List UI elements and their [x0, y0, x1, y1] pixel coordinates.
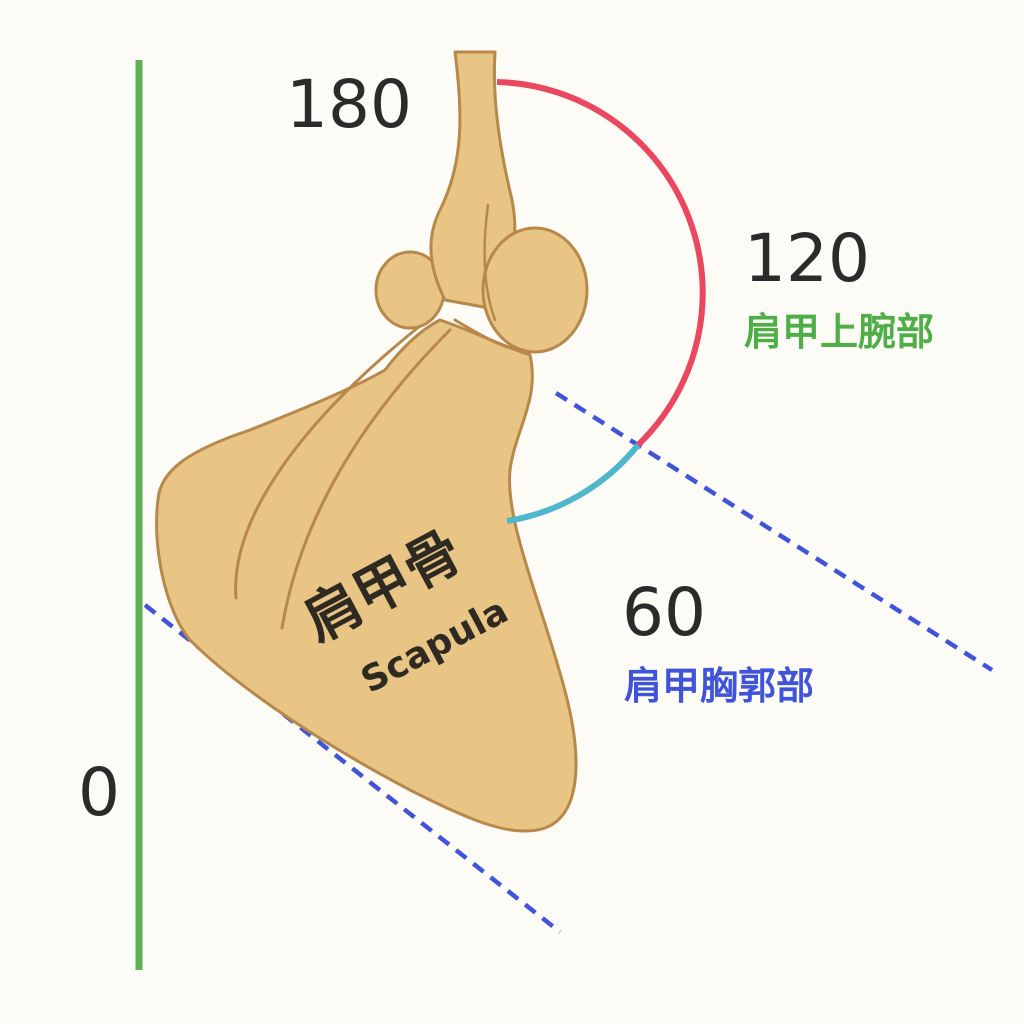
scapula-spine-ridge — [234, 316, 432, 600]
angle-label-0: 0 — [78, 754, 120, 831]
glenohumeral-arc — [496, 79, 706, 448]
scapula-bone — [155, 318, 578, 833]
glenohumeral-zone-label: 肩甲上腕部 — [744, 310, 935, 354]
scapulothoracic-zone-label: 肩甲胸郭部 — [624, 664, 815, 708]
scapula-spine-ridge-inner — [280, 328, 452, 630]
glenohumeral-joint-detail — [453, 318, 532, 354]
dashed-line-60-division — [554, 391, 994, 672]
humeral-head — [481, 226, 589, 354]
humerus-neck-detail — [483, 203, 497, 322]
scapulothoracic-arc — [506, 443, 641, 524]
angle-label-120: 120 — [744, 220, 870, 297]
angle-label-60: 60 — [622, 574, 706, 651]
angle-label-180: 180 — [286, 66, 412, 143]
